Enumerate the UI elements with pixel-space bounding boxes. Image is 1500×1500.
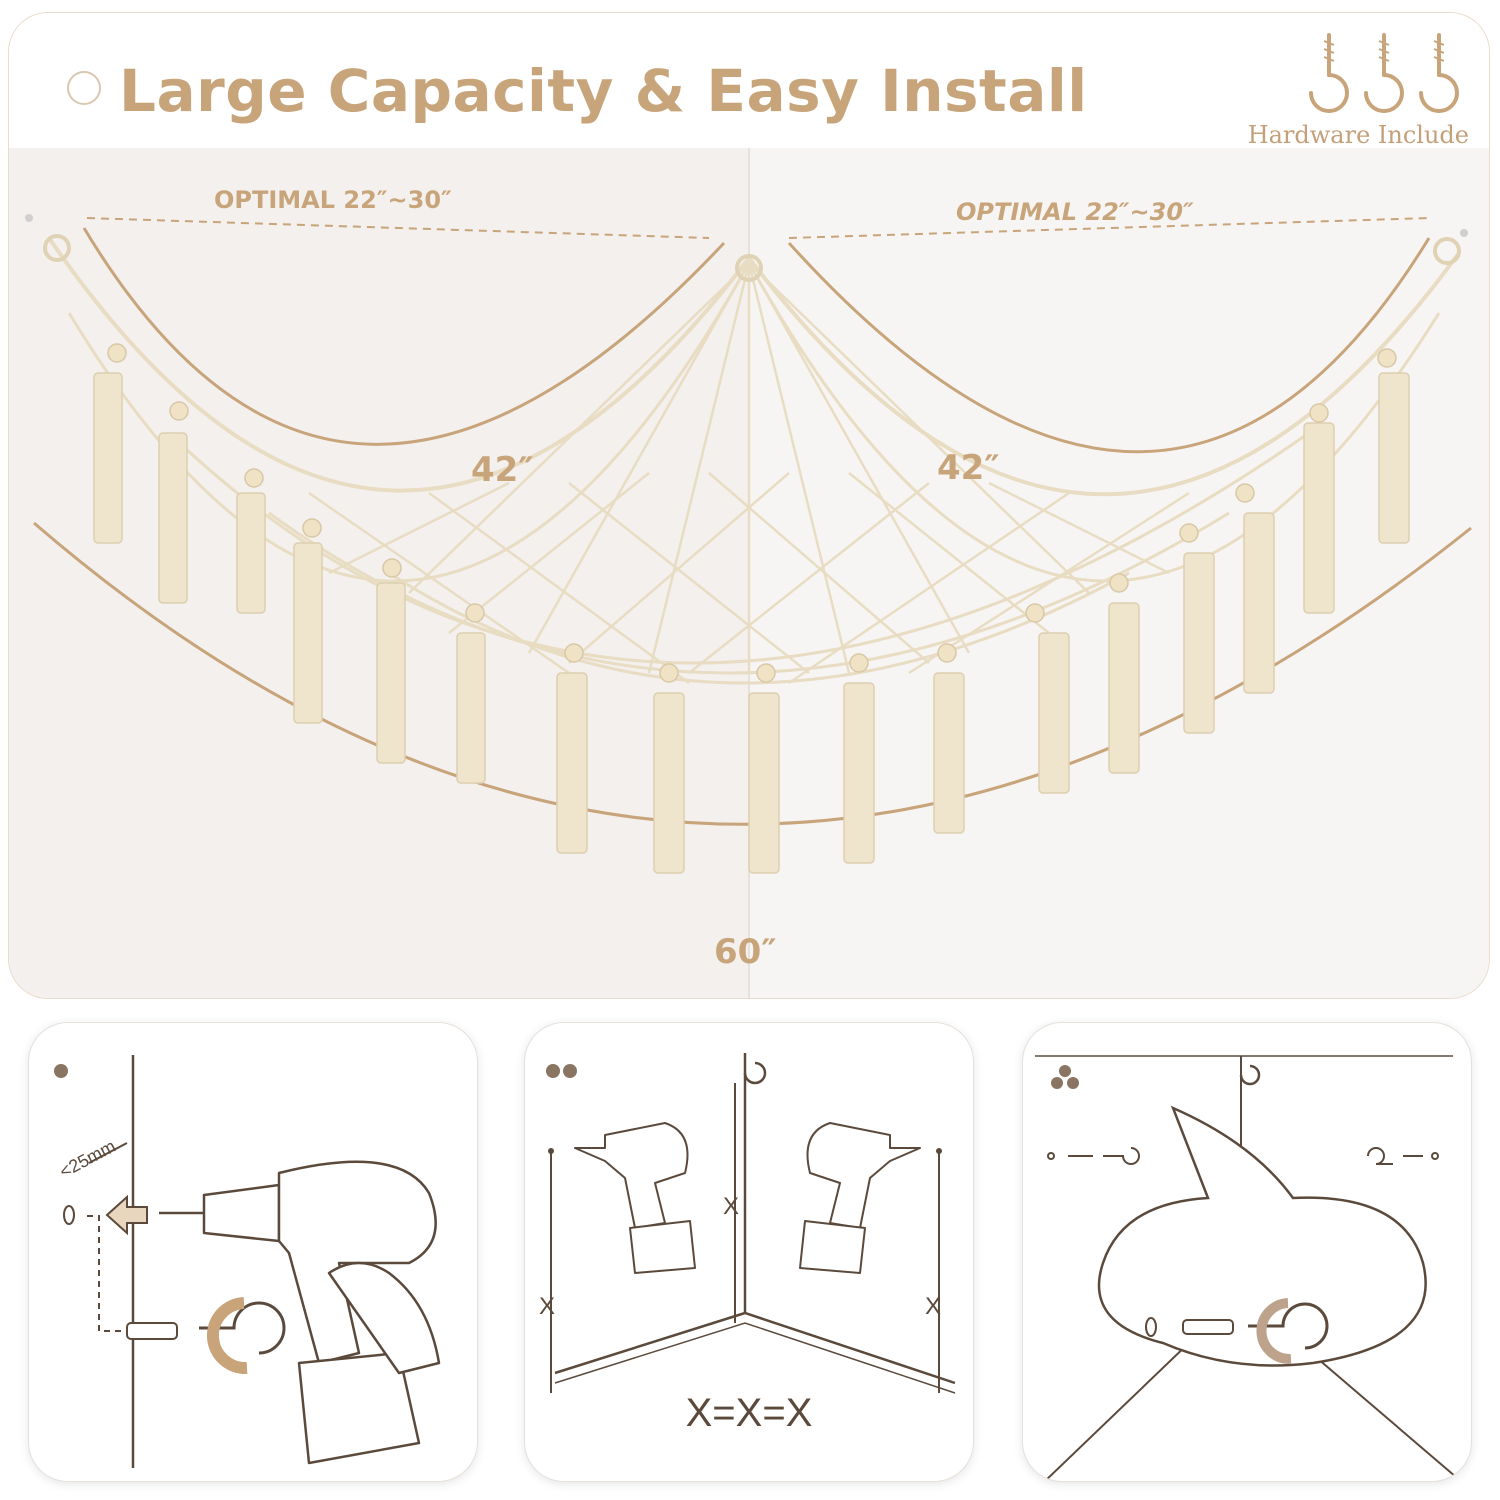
x-right-label: X	[925, 1293, 942, 1320]
optimal-right-dashed-line	[788, 217, 1430, 239]
step-dot-icon	[546, 1064, 560, 1078]
callout-bubble	[1097, 1105, 1427, 1367]
arc-42-right	[787, 237, 1431, 454]
hero-photo: OPTIMAL 22″~30″ OPTIMAL 22″~30″ 42″ 42″ …	[9, 13, 1489, 998]
step-2-diagram	[546, 1053, 956, 1394]
page-title: Large Capacity & Easy Install	[119, 57, 1088, 125]
arc-42-left	[82, 227, 726, 446]
step-3-diagram	[1035, 1055, 1463, 1481]
hook-icon	[743, 1061, 767, 1085]
total-width-label: 60″	[714, 932, 777, 972]
x-left-label: X	[539, 1293, 556, 1320]
hook-icon	[1239, 1064, 1261, 1086]
drill-icon	[159, 1160, 441, 1465]
tassels	[93, 372, 1410, 874]
title-bar: Large Capacity & Easy Install Hardware I…	[9, 13, 1489, 149]
step-dot-icon	[54, 1064, 68, 1078]
step-1-panel: <25mm	[28, 1022, 478, 1482]
optimal-right-label: OPTIMAL 22″~30″	[956, 198, 1194, 226]
rope-hole-icon	[67, 71, 101, 105]
drill-icon	[574, 1122, 921, 1274]
hardware-label: Hardware Include	[1247, 121, 1469, 149]
step-1-diagram	[54, 1055, 441, 1468]
hero-panel: OPTIMAL 22″~30″ OPTIMAL 22″~30″ 42″ 42″ …	[8, 12, 1490, 999]
step-dot-icon	[1051, 1065, 1079, 1089]
screw-hook-icon	[1309, 33, 1459, 113]
equation-label: X=X=X	[685, 1391, 813, 1435]
x-center-label: X	[723, 1193, 740, 1220]
rotate-arrow-icon	[207, 1297, 248, 1375]
optimal-left-dashed-line	[86, 217, 710, 239]
insert-arrow-icon	[105, 1194, 148, 1236]
step-3-panel	[1022, 1022, 1472, 1482]
step-2-panel: X X X X=X=X	[524, 1022, 974, 1482]
rotate-arrow-icon	[1256, 1298, 1292, 1365]
width-right-label: 42″	[937, 448, 1000, 488]
width-left-label: 42″	[471, 450, 534, 490]
optimal-left-label: OPTIMAL 22″~30″	[214, 186, 452, 214]
